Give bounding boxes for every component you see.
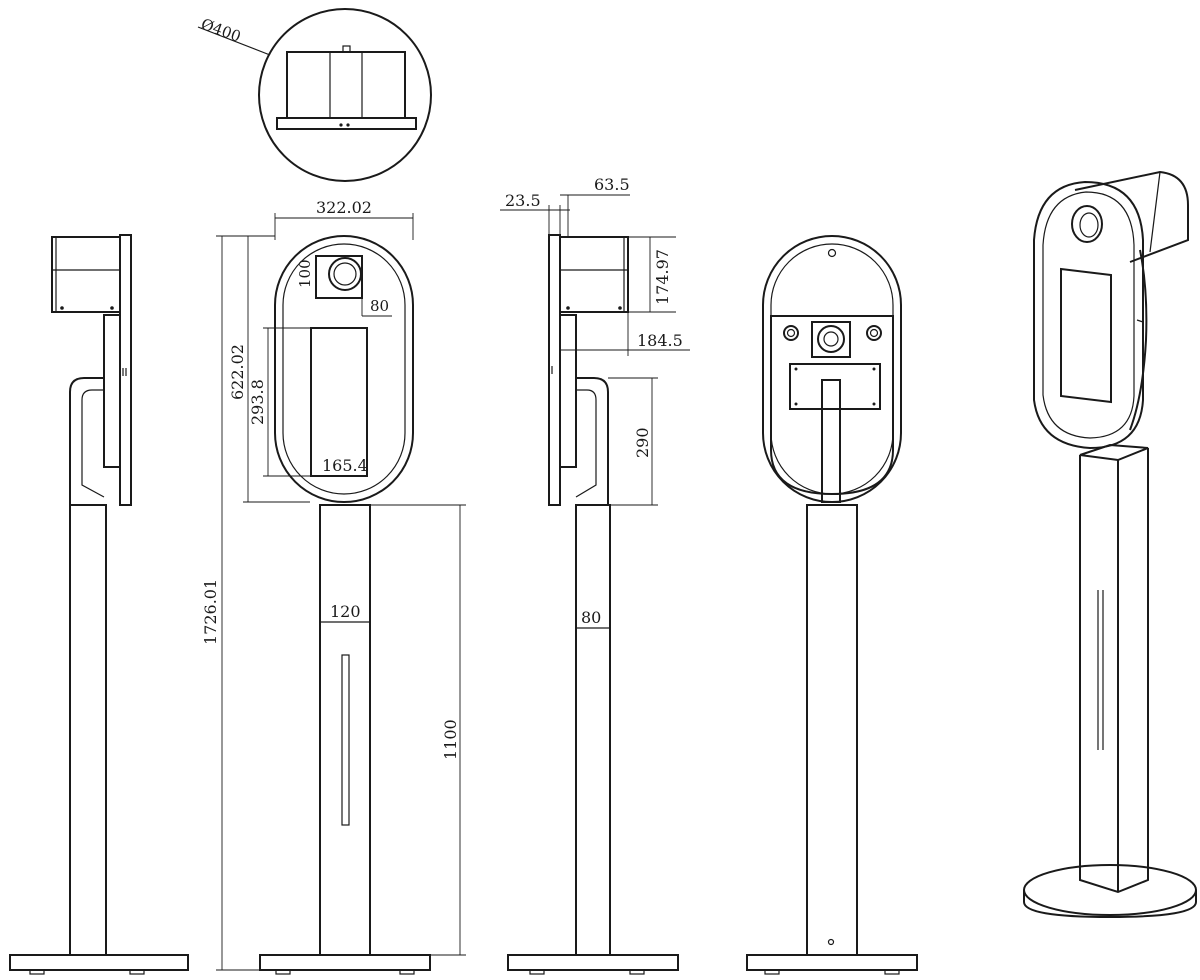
dim-panel-thickness: 23.5 [505, 191, 541, 210]
dim-screen-width: 165.4 [322, 456, 368, 475]
dim-pole-height: 1100 [441, 719, 460, 760]
dim-head-height: 622.02 [228, 344, 247, 400]
dim-head-width: 322.02 [316, 198, 372, 217]
dim-pole-width-front: 120 [330, 602, 361, 621]
dim-bracket-height: 290 [633, 427, 652, 458]
dim-box-height: 174.97 [653, 249, 672, 305]
left-side-view [9, 234, 189, 975]
dim-total-height: 1726.01 [201, 579, 220, 645]
dim-box-offset: 63.5 [594, 175, 630, 194]
dim-head-depth: 184.5 [637, 331, 683, 350]
dim-camera-box: 100 [296, 259, 314, 288]
dim-pole-width-side: 80 [581, 608, 601, 627]
back-view [746, 235, 918, 975]
perspective-view [1023, 170, 1197, 919]
top-detail-view: Ø400 [197, 8, 432, 182]
right-side-view: 63.5 23.5 174.97 184.5 290 80 [500, 175, 690, 975]
dim-screen-height: 293.8 [248, 379, 267, 425]
dim-camera-offset: 80 [370, 297, 389, 315]
dim-top-diameter: Ø400 [199, 15, 244, 46]
front-view: 322.02 1726.01 622.02 293.8 165.4 100 80… [201, 198, 466, 975]
